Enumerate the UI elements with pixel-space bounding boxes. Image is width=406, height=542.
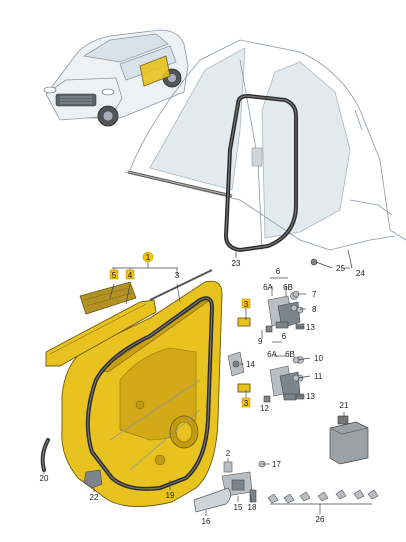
callout-6-upper: 6 xyxy=(276,267,281,276)
car-illustration xyxy=(43,29,189,127)
upper-door-hinge xyxy=(267,292,304,329)
callout-6a-lower: 6A xyxy=(267,350,277,359)
sealant-container xyxy=(329,415,369,465)
callout-11: 11 xyxy=(314,372,323,381)
callout-14: 14 xyxy=(246,360,255,369)
callout-13-upper: 13 xyxy=(306,323,315,332)
callout-8: 8 xyxy=(312,305,317,314)
clip-set xyxy=(267,489,379,504)
door-opening-seal xyxy=(224,94,298,252)
edge-protector xyxy=(40,438,50,472)
leader-lines xyxy=(43,248,372,516)
window-channel-trim xyxy=(45,299,157,367)
door-check-strap xyxy=(227,351,245,377)
callout-9: 9 xyxy=(258,337,263,346)
callout-6-lower: 6 xyxy=(282,332,287,341)
door-seal xyxy=(85,296,214,491)
callout-26: 26 xyxy=(316,515,325,524)
striker-plates xyxy=(237,317,251,393)
callout-3-upper-plate: 3 xyxy=(244,300,249,309)
callout-22: 22 xyxy=(90,493,99,502)
callout-20: 20 xyxy=(40,474,49,483)
outer-sealing-strip xyxy=(149,269,213,301)
callout-23: 23 xyxy=(232,259,241,268)
callout-3-top: 3 xyxy=(175,271,180,280)
fasteners xyxy=(263,258,318,403)
callout-7: 7 xyxy=(312,290,317,299)
callout-16: 16 xyxy=(202,517,211,526)
rear-door-shell xyxy=(61,280,223,507)
callout-15: 15 xyxy=(234,503,243,512)
bracket-part-22 xyxy=(83,469,103,489)
callout-3-lower-plate: 3 xyxy=(244,399,249,408)
callout-19: 19 xyxy=(166,491,175,500)
callout-2: 2 xyxy=(226,449,231,458)
callout-6b-upper: 6B xyxy=(283,283,293,292)
callout-12: 12 xyxy=(260,404,269,413)
callout-21: 21 xyxy=(340,401,349,410)
callout-25: 25 xyxy=(336,264,345,273)
callout-1: 1 xyxy=(146,253,151,262)
callout-labels: 1 5 4 3 3 3 6 6A 6B 7 8 9 13 6 6A 6B 10 … xyxy=(40,251,365,526)
callout-6b-lower: 6B xyxy=(285,350,295,359)
door-handle-assembly xyxy=(193,460,266,513)
callout-10: 10 xyxy=(314,354,323,363)
callout-17: 17 xyxy=(272,460,281,469)
callout-13-lower: 13 xyxy=(306,392,315,401)
callout-4: 4 xyxy=(128,271,133,280)
callout-6a-upper: 6A xyxy=(263,283,273,292)
callout-5: 5 xyxy=(112,271,117,280)
vehicle-body-side-outline xyxy=(124,39,406,251)
callout-24: 24 xyxy=(356,269,365,278)
callout-18: 18 xyxy=(248,503,257,512)
